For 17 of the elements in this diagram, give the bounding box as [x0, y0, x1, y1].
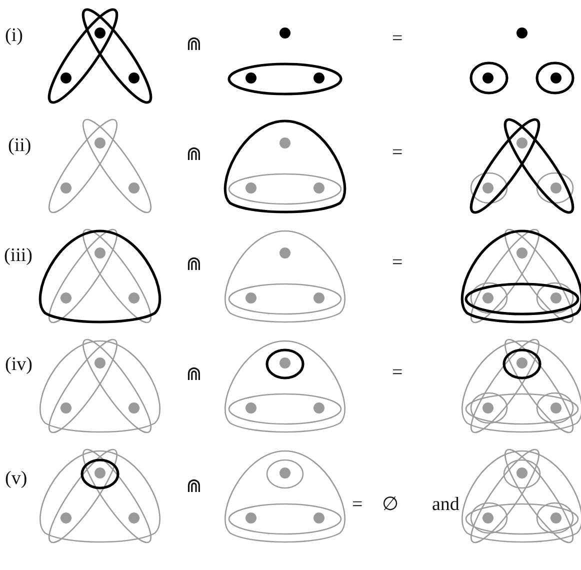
operator-symbol: ⋒ — [186, 364, 202, 386]
equals-sign: = — [392, 142, 403, 164]
equals-sign: = — [392, 362, 403, 384]
conjunction-text: and — [432, 494, 460, 516]
roman-numeral-label: (iii) — [4, 245, 32, 267]
operator-symbol: ⋒ — [186, 254, 202, 276]
roman-numeral-label: (i) — [5, 25, 23, 47]
roman-numeral-label: (iv) — [5, 354, 32, 376]
operator-symbol: ⋒ — [186, 144, 202, 166]
operator-symbol: ⋒ — [186, 476, 202, 498]
roman-numeral-label: (ii) — [8, 135, 32, 157]
operator-symbol: ⋒ — [186, 34, 202, 56]
equals-sign: = — [352, 494, 363, 516]
roman-numeral-label: (v) — [5, 468, 28, 490]
equals-sign: = — [392, 252, 403, 274]
equals-sign: = — [392, 28, 403, 50]
empty-set-symbol: ∅ — [382, 494, 399, 516]
